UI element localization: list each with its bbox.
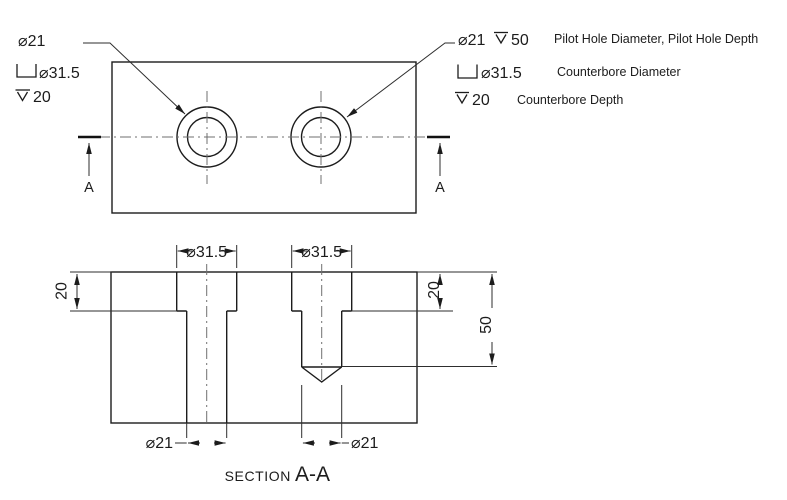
dim-cbore-dia-right: ⌀31.5: [291, 244, 353, 268]
svg-text:⌀21: ⌀21: [351, 435, 379, 452]
section-title-prefix: SECTION: [225, 468, 291, 484]
right-hole-section: [291, 264, 353, 383]
dim-pilot-dia-left: ⌀21: [146, 423, 228, 452]
top-view: A A: [78, 42, 455, 214]
callout-left-cbore-depth: 20: [33, 89, 51, 106]
svg-text:20: 20: [426, 281, 443, 299]
section-view: ⌀31.5 ⌀31.5 20 20 50: [54, 244, 497, 486]
dim-cbore-dia-left: ⌀31.5: [176, 244, 238, 268]
counterbore-icon: [457, 64, 478, 79]
left-hole-section: [176, 264, 238, 423]
depth-icon: [15, 89, 30, 102]
svg-text:⌀21: ⌀21: [146, 435, 174, 452]
legend-cbore-dia: ⌀31.5: [481, 65, 522, 82]
plate-outline-section: [110, 271, 418, 424]
dim-cbore-depth-left: 20: [54, 271, 177, 312]
legend-pilot-depth: 50: [511, 32, 529, 49]
legend-cbore-dia-label: Counterbore Diameter: [557, 65, 681, 79]
legend-cbore-depth-label: Counterbore Depth: [517, 93, 623, 107]
callout-left-pilot-dia: ⌀21: [18, 33, 46, 50]
svg-text:20: 20: [54, 282, 71, 300]
counterbore-icon: [16, 64, 37, 78]
legend-pilot-label: Pilot Hole Diameter, Pilot Hole Depth: [554, 32, 758, 46]
svg-text:⌀31.5: ⌀31.5: [301, 244, 342, 261]
leader-left-hole: [83, 42, 186, 115]
section-cutting-plane: A A: [78, 135, 450, 196]
section-title-name: A-A: [295, 463, 330, 486]
section-mark-left: A: [84, 180, 94, 196]
depth-icon: [494, 31, 508, 45]
legend-cbore-depth: 20: [472, 92, 490, 109]
section-mark-right: A: [435, 180, 445, 196]
legend-pilot-dia: ⌀21: [458, 32, 486, 49]
callout-left: ⌀21 ⌀31.5 20: [15, 33, 80, 106]
legend: ⌀21 50 Pilot Hole Diameter, Pilot Hole D…: [455, 31, 758, 109]
dim-pilot-depth: 50: [341, 274, 497, 367]
section-title: SECTION A-A: [225, 463, 330, 486]
drill-point: [301, 366, 343, 383]
depth-icon: [455, 91, 469, 105]
svg-text:50: 50: [478, 316, 495, 334]
dim-cbore-depth-right: 20: [351, 271, 497, 312]
dim-pilot-dia-right: ⌀21: [301, 385, 379, 452]
callout-left-cbore-dia: ⌀31.5: [39, 65, 80, 82]
svg-text:⌀31.5: ⌀31.5: [186, 244, 227, 261]
leader-right-hole: [346, 42, 455, 118]
